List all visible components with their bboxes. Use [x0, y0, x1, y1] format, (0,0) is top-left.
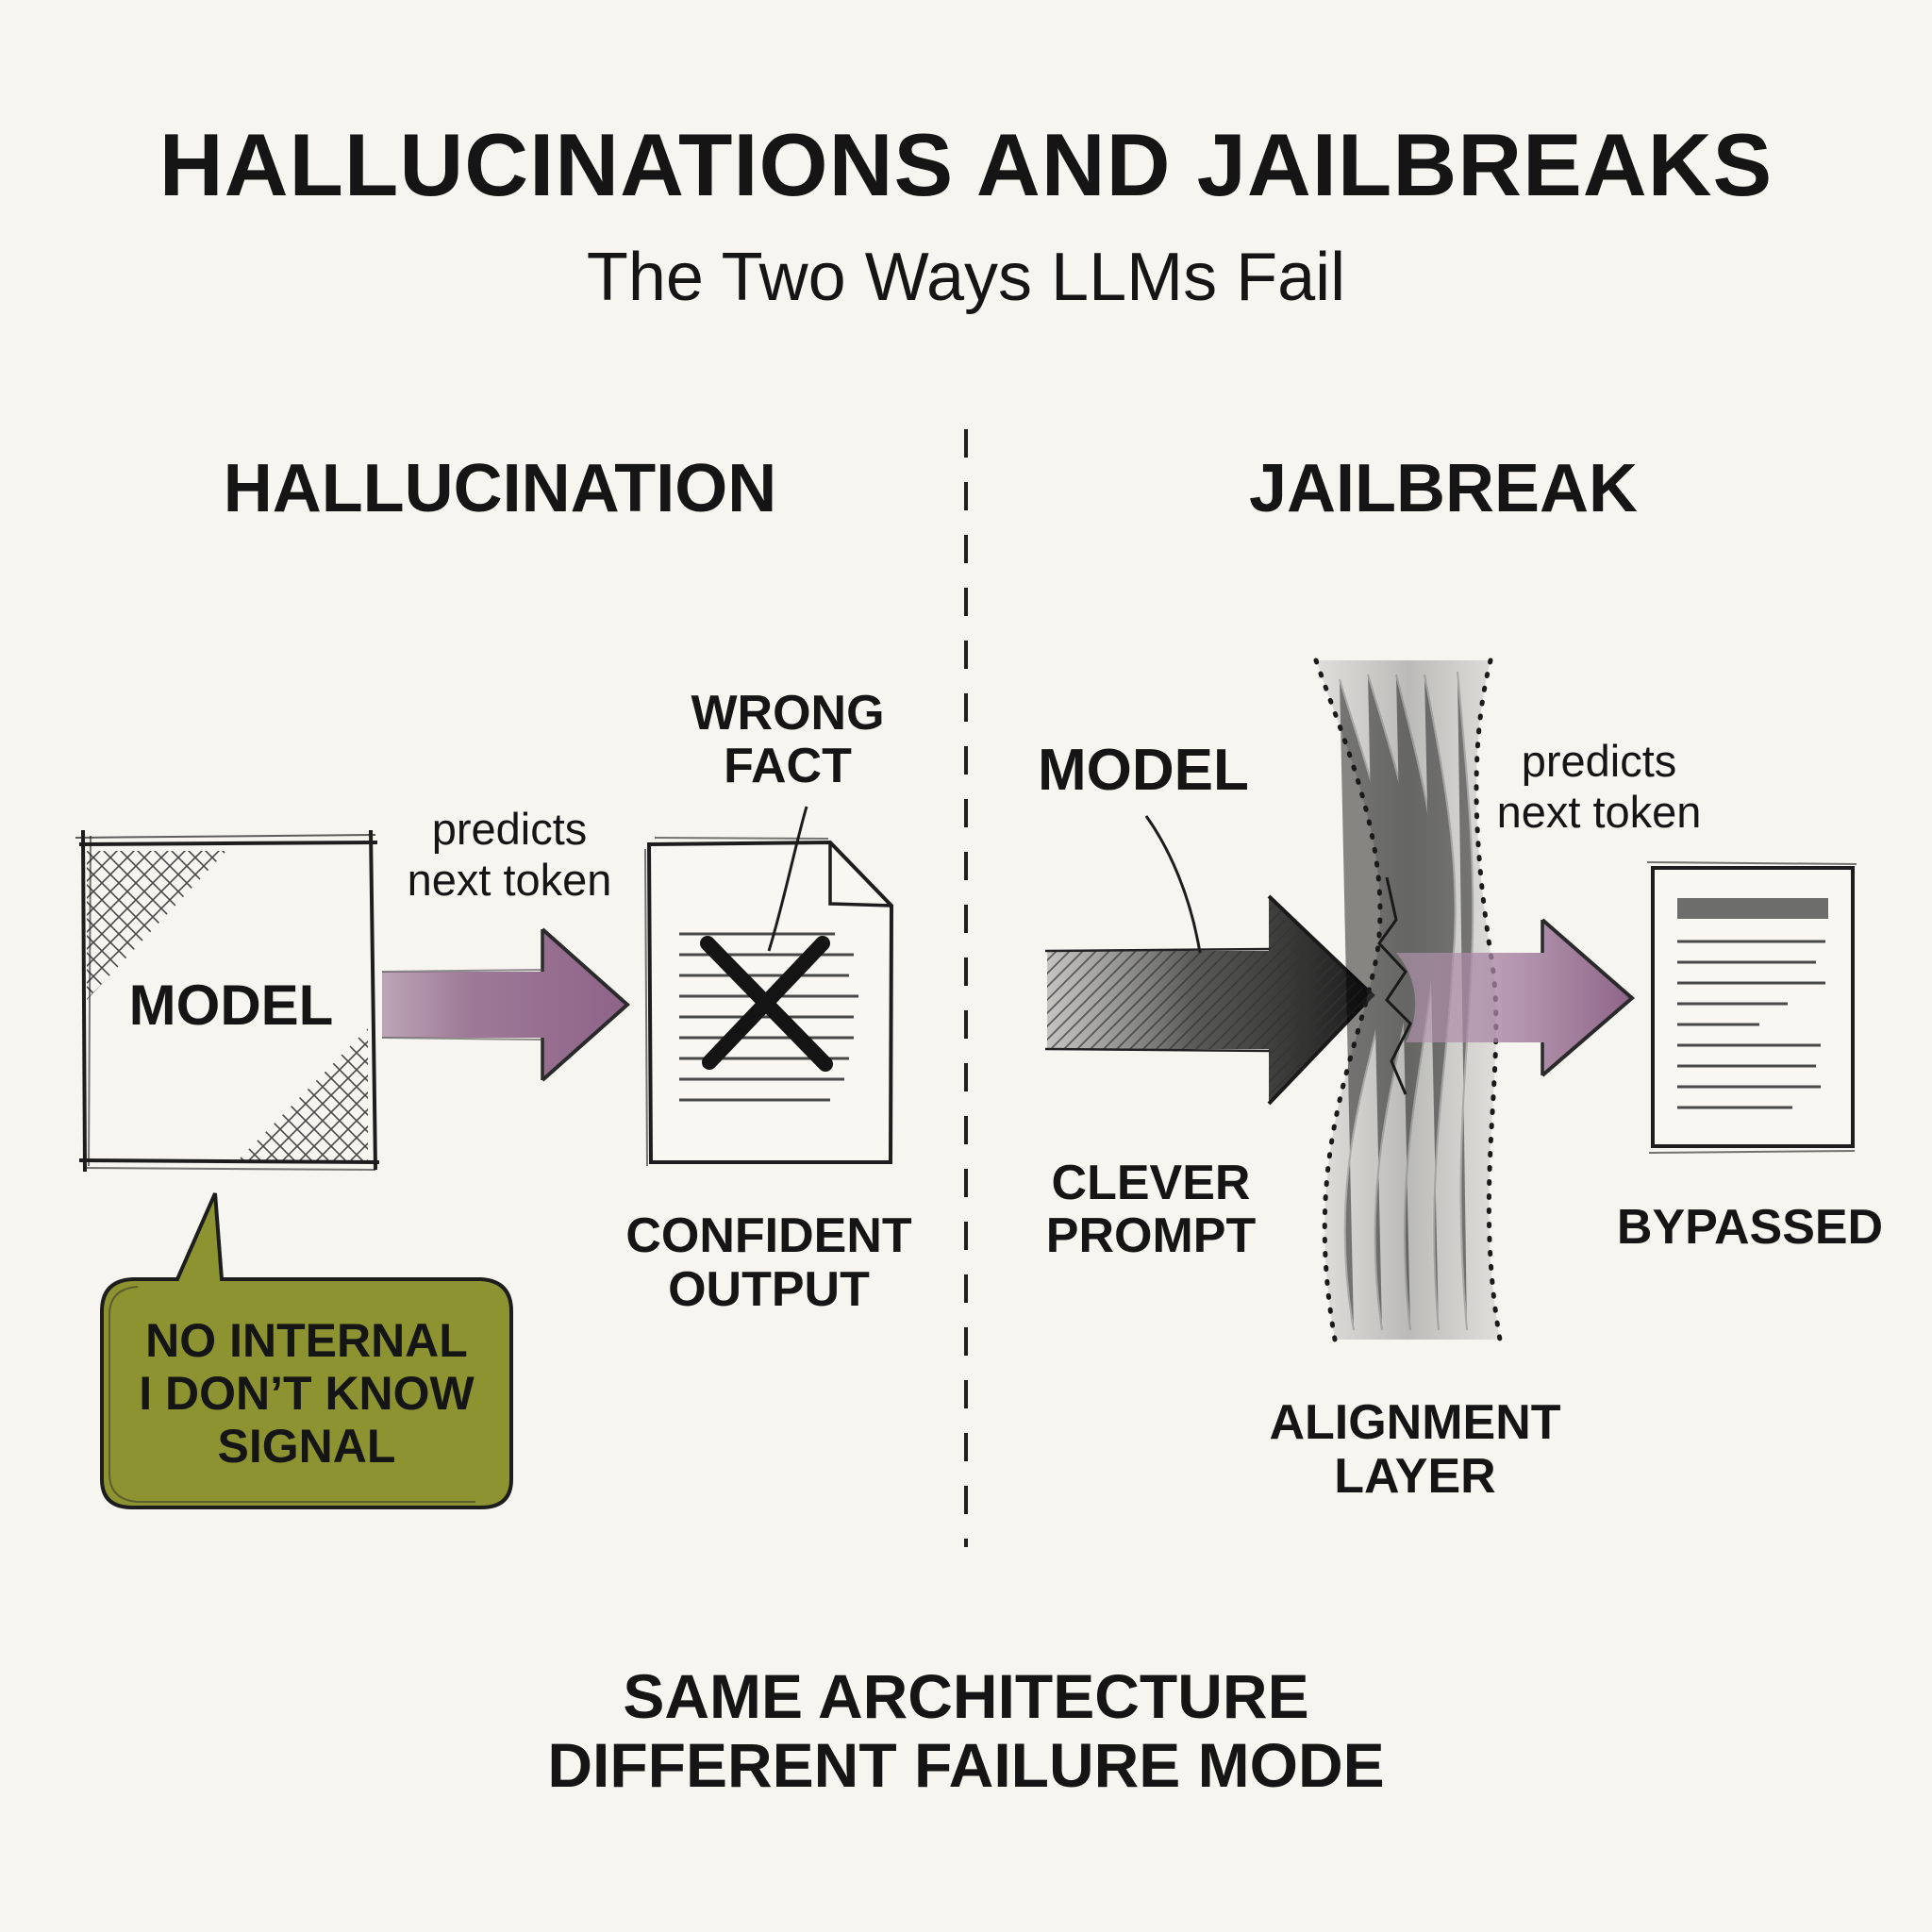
clever-prompt-arrow: [1044, 815, 1375, 1106]
confident-output-label: CONFIDENT OUTPUT: [625, 1208, 912, 1318]
hallucination-heading: HALLUCINATION: [223, 451, 777, 526]
clever-prompt-label: CLEVER PROMPT: [1045, 1156, 1257, 1264]
hallucination-model-label: MODEL: [128, 974, 334, 1037]
page-title: HALLUCINATIONS AND JAILBREAKS: [158, 115, 1774, 214]
page-subtitle: The Two Ways LLMs Fail: [586, 240, 1346, 315]
footer-caption: SAME ARCHITECTURE DIFFERENT FAILURE MODE: [547, 1661, 1385, 1800]
jailbreak-model-label: MODEL: [1038, 738, 1249, 803]
purple-arrow-right: [381, 927, 631, 1082]
model-box: [75, 829, 380, 1173]
alignment-layer-label: ALIGNMENT LAYER: [1269, 1395, 1561, 1505]
jailbreak-heading: JAILBREAK: [1248, 451, 1639, 526]
bubble-text: NO INTERNAL I DON’T KNOW SIGNAL: [139, 1314, 475, 1473]
hallucination-arrow-note: predicts next token: [407, 804, 612, 906]
bypassed-document: [1646, 861, 1857, 1154]
bypass-arrow: [1396, 918, 1636, 1077]
wrong-output-document: [644, 806, 894, 1167]
bypassed-label: BYPASSED: [1616, 1200, 1884, 1255]
wrong-fact-label: WRONG FACT: [691, 686, 885, 794]
jailbreak-arrow-note: predicts next token: [1496, 736, 1702, 838]
speech-bubble: [100, 1192, 513, 1509]
